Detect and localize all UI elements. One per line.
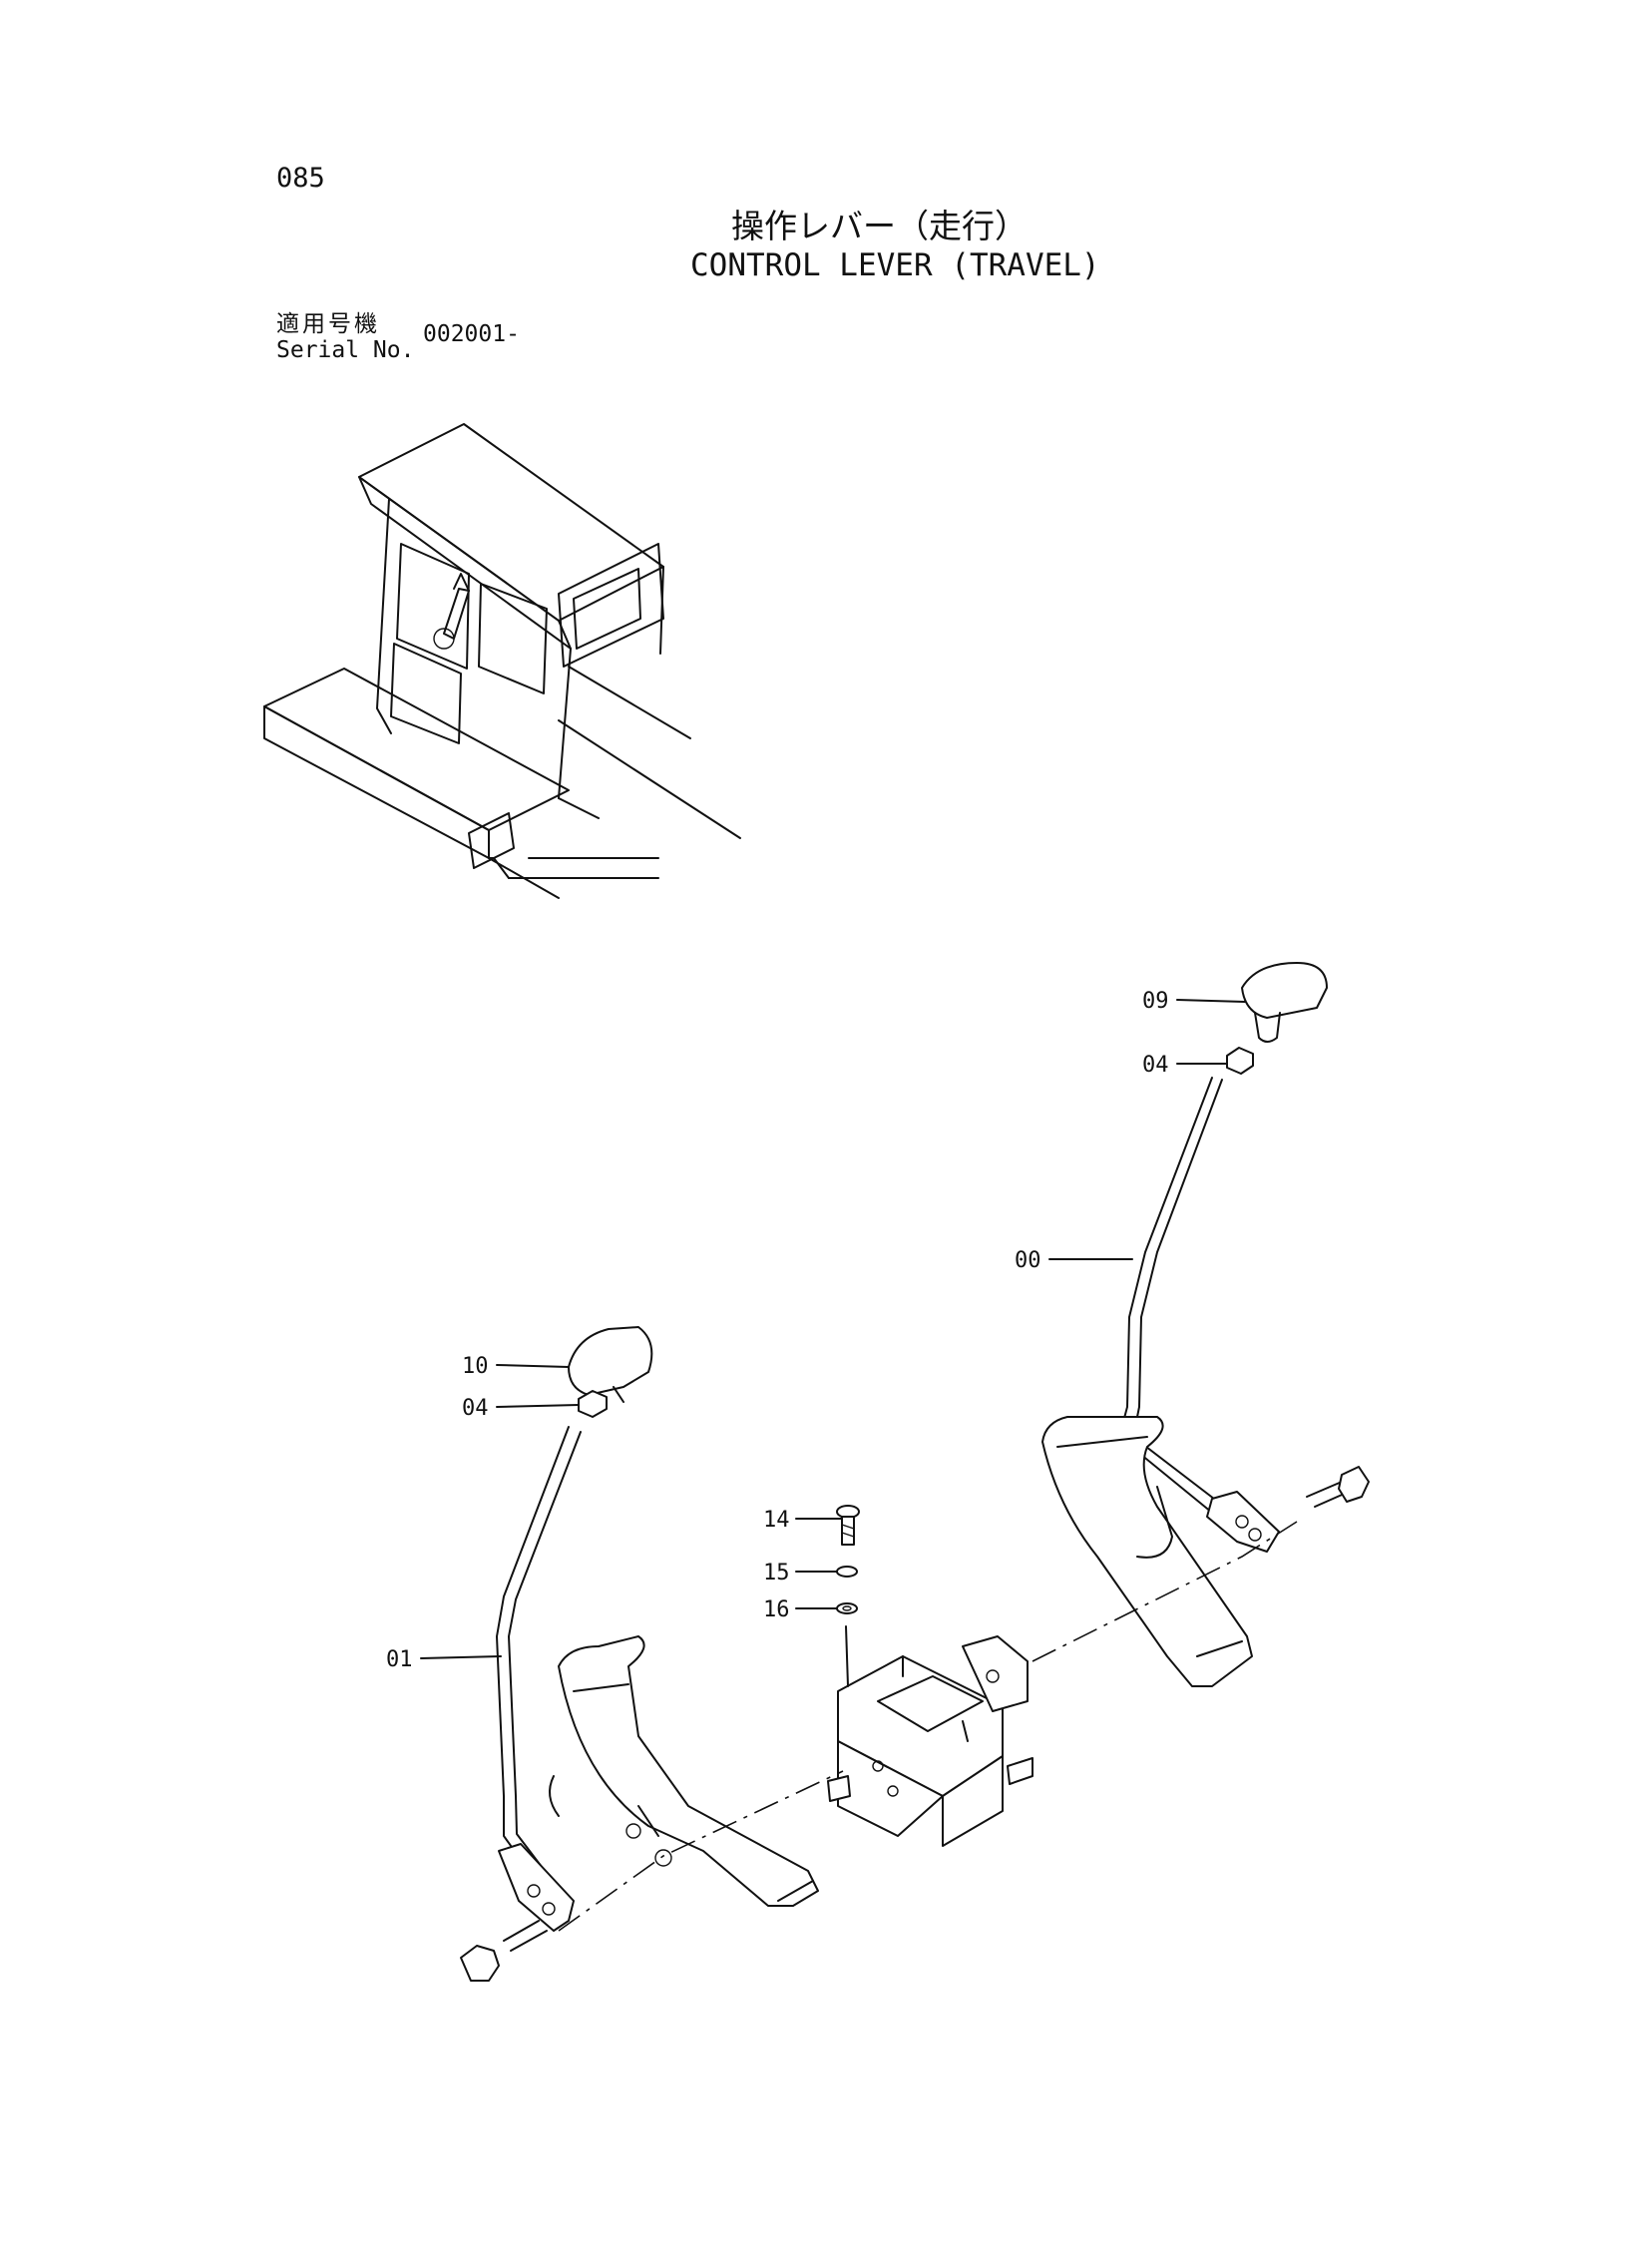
serial-label-english: Serial No. — [276, 337, 415, 363]
page-title-english: CONTROL LEVER (TRAVEL) — [690, 247, 1100, 283]
serial-number-value: 002001- — [423, 321, 520, 347]
left-lever-assembly — [460, 1326, 819, 1982]
page-title-japanese: 操作レバー（走行） — [731, 207, 1028, 245]
callout-04-left: 04 — [462, 1396, 489, 1421]
spring-washer — [836, 1566, 858, 1578]
cab-overview-illustration — [263, 423, 741, 899]
travel-valve-block — [827, 1635, 1033, 1847]
valve-bolt — [836, 1505, 860, 1546]
serial-label-japanese: 適用号機 — [276, 311, 380, 337]
callout-14: 14 — [763, 1508, 790, 1533]
plain-washer — [836, 1602, 858, 1614]
callout-10: 10 — [462, 1354, 489, 1379]
callout-00: 00 — [1015, 1248, 1041, 1273]
left-lever-bolt — [460, 1920, 548, 1982]
left-lever-grip — [568, 1326, 653, 1396]
callout-16: 16 — [763, 1597, 790, 1622]
lever-indicator-arrow — [443, 588, 470, 640]
valve-fasteners — [836, 1505, 860, 1687]
page-number: 085 — [276, 163, 325, 194]
callout-01: 01 — [386, 1647, 413, 1672]
callout-09: 09 — [1142, 989, 1169, 1014]
assembly-centerline — [558, 1521, 1298, 1932]
right-lever-nut — [1226, 1047, 1254, 1075]
right-lever-grip — [1241, 962, 1328, 1019]
left-pedal — [558, 1635, 819, 1907]
callout-labels: 09 04 00 10 04 14 15 16 01 — [386, 989, 1246, 1672]
callout-04-right: 04 — [1142, 1053, 1169, 1078]
left-lever-nut — [578, 1390, 608, 1418]
callout-15: 15 — [763, 1561, 790, 1586]
right-lever-assembly — [1041, 962, 1370, 1687]
right-lever-bolt — [1306, 1466, 1370, 1508]
right-pedal — [1041, 1416, 1253, 1687]
